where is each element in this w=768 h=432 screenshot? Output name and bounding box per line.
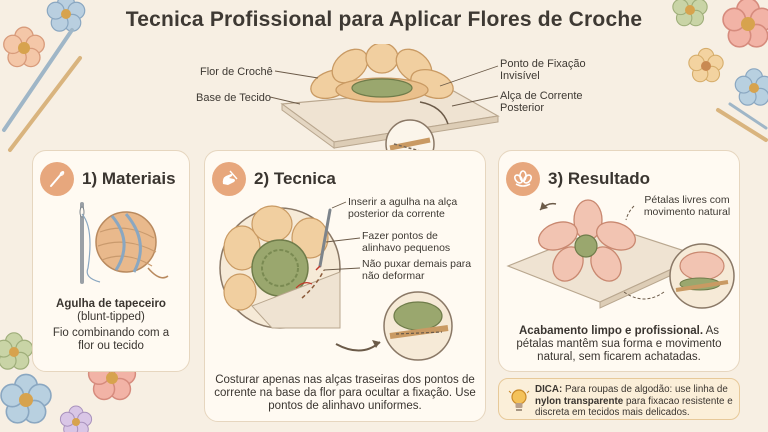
needle-type: (blunt-tipped): [77, 311, 145, 323]
callout-pull: Não puxar demais para não deformar: [362, 258, 472, 282]
result-illustration: [506, 199, 735, 309]
panel-technique-title: 2) Tecnica: [254, 169, 336, 188]
panel-result-title: 3) Resultado: [548, 169, 651, 188]
label-chain: Alça de Corrente Posterior: [500, 90, 583, 114]
needle-icon: [40, 162, 74, 196]
tip-label: DICA:: [535, 384, 563, 395]
flower-icon: [506, 162, 540, 196]
page-title: Tecnica Profissional para Aplicar Flores…: [125, 8, 643, 31]
yarn-description: Fio combinando com a flor ou tecido: [52, 327, 170, 352]
callout-petals: Pétalas livres com movimento natural: [643, 194, 731, 218]
callout-insert: Inserir a agulha na alça posterior da co…: [348, 196, 458, 220]
tip-text: DICA: Para roupas de algodão: use linha …: [535, 384, 737, 419]
decor-hook: [2, 28, 74, 132]
panel-materials-title: 1) Materiais: [82, 169, 176, 188]
result-rest: As pétalas mantêm sua forma e movimento …: [516, 325, 722, 363]
header-illustration: [270, 44, 500, 169]
callout-stitch: Fazer pontos de alinhavo pequenos: [362, 230, 451, 254]
tip-box: DICA: Para roupas de algodão: use linha …: [498, 378, 740, 420]
label-fabric: Base de Tecido: [196, 92, 272, 104]
tip-text1: Para roupas de algodão: use linha de: [564, 384, 728, 395]
result-description: Acabamento limpo e profissional. As péta…: [508, 325, 730, 364]
needle-name: Agulha de tapeceiro: [56, 298, 166, 310]
label-flower: Flor de Crochê: [200, 66, 273, 78]
hand-sewing-icon: [212, 162, 246, 196]
tip-text-bold: nylon transparente: [535, 395, 624, 407]
materials-illustration: [79, 202, 169, 284]
result-bold: Acabamento limpo e profissional.: [518, 325, 704, 337]
tip-text2: para fixacao resistente e discreta em te…: [535, 395, 733, 419]
label-fixation: Ponto de Fixação Invisível: [500, 58, 586, 82]
technique-illustration: [219, 201, 453, 361]
lightbulb-icon: [508, 389, 530, 411]
technique-description: Costurar apenas nas alças traseiras dos …: [214, 374, 476, 412]
